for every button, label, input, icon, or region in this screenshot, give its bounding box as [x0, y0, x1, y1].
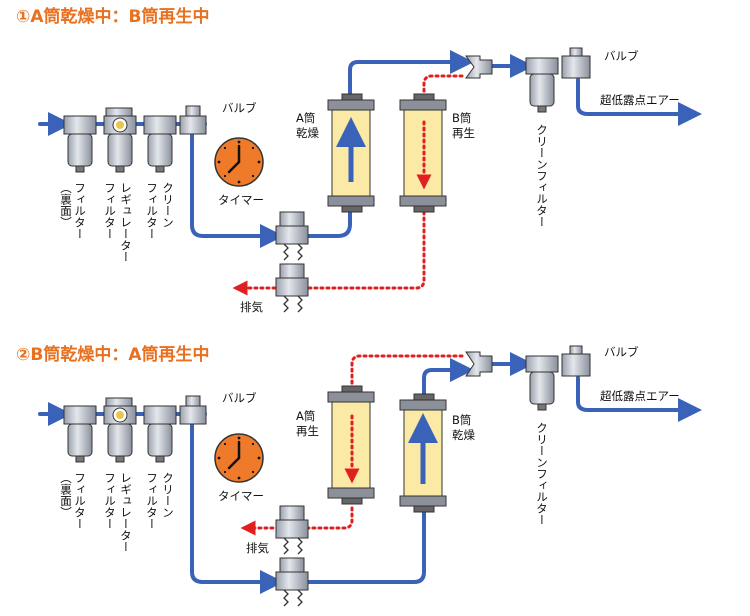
clean-filter-head — [143, 115, 177, 135]
outlet-pipe — [576, 376, 702, 422]
tower-b-status: 乾燥 — [452, 428, 475, 442]
timer-icon — [214, 433, 264, 483]
clean-filter-bowl — [147, 423, 173, 457]
pipe-to-solenoid — [190, 412, 284, 594]
check-valve-icon — [465, 351, 493, 377]
filter-head — [63, 405, 97, 425]
clean-filter-drain — [155, 165, 165, 173]
outlet-valve-label: バルブ — [604, 345, 639, 359]
regulator-drain — [115, 165, 125, 173]
regulator-label-sub: フィルター — [103, 182, 117, 240]
exhaust-valve-icon — [275, 505, 309, 555]
valve-label: バルブ — [222, 391, 257, 405]
tower-a-status: 再生 — [296, 424, 319, 438]
clean-label-sub: フィルター — [145, 472, 159, 530]
tower-b-status: 再生 — [452, 126, 475, 140]
clean-label: クリーン — [161, 472, 175, 518]
tower-b-label: B筒 — [452, 111, 471, 125]
filter-drain — [75, 165, 85, 173]
filter-label-note: （裏面） — [59, 472, 73, 518]
section-title: ②B筒乾燥中：A筒再生中 — [16, 344, 210, 365]
regulator-cap — [105, 107, 133, 117]
valve-handle — [185, 105, 201, 117]
clean-filter-drain — [155, 455, 165, 463]
exhaust-label: 排気 — [240, 300, 263, 314]
valve-icon — [179, 115, 207, 135]
tower-a-label: A筒 — [296, 111, 315, 125]
solenoid-valve-icon — [275, 557, 309, 607]
section-title: ①A筒乾燥中：B筒再生中 — [16, 6, 210, 27]
valve-handle — [185, 395, 201, 407]
valve-icon — [179, 405, 207, 425]
regulator-label: レギュレーター — [119, 472, 133, 553]
check-valve-icon — [465, 55, 493, 79]
valve-label: バルブ — [222, 101, 257, 115]
tower-a-label: A筒 — [296, 409, 315, 423]
pipe-tower-to-check — [348, 50, 474, 102]
output-label: 超低露点エアー — [600, 93, 680, 107]
exhaust-line — [240, 354, 464, 536]
pipe-to-solenoid — [190, 122, 284, 248]
filter-head — [63, 115, 97, 135]
clean-filter-label: クリーンフィルター — [535, 422, 549, 526]
outlet-filter-icon — [525, 47, 591, 113]
regulator-cap — [105, 397, 133, 407]
exhaust-to-outlet — [240, 506, 354, 536]
clean-filter-bowl — [147, 133, 173, 167]
regulator-label: レギュレーター — [119, 182, 133, 263]
pipe-tower-to-check — [422, 358, 474, 402]
filter-drain — [75, 455, 85, 463]
regulator-bowl — [107, 423, 133, 457]
clean-filter-label: クリーンフィルター — [535, 124, 549, 228]
timer-icon — [214, 137, 264, 187]
timer-label: タイマー — [218, 489, 264, 503]
clean-filter-head — [143, 405, 177, 425]
tower-b-label: B筒 — [452, 413, 471, 427]
gauge-face — [116, 411, 124, 419]
regulator-bowl — [107, 133, 133, 167]
filter-bowl — [67, 423, 93, 457]
filter-labels: フィルター （裏面） レギュレーター フィルター クリーン フィルター — [59, 182, 175, 263]
gauge-face — [116, 121, 124, 129]
timer-label: タイマー — [218, 193, 264, 207]
outlet-valve-label: バルブ — [604, 49, 639, 63]
exhaust-from-check — [422, 74, 464, 102]
output-label: 超低露点エアー — [600, 389, 680, 403]
clean-label: クリーン — [161, 182, 175, 228]
filter-label-note: （裏面） — [59, 182, 73, 228]
pipe-solenoid-to-tower — [306, 508, 426, 584]
exhaust-label: 排気 — [246, 541, 269, 555]
filter-unit — [63, 105, 207, 173]
section-2: ②B筒乾燥中：A筒再生中 — [16, 344, 702, 607]
filter-label: フィルター — [73, 182, 87, 240]
regulator-drain — [115, 455, 125, 463]
section-1: ①A筒乾燥中：B筒再生中 — [16, 6, 702, 314]
filter-labels: フィルター （裏面） レギュレーター フィルター クリーン フィルター — [59, 472, 175, 553]
outlet-filter-icon — [525, 345, 591, 411]
regulator-label-sub: フィルター — [103, 472, 117, 530]
exhaust-valve-icon — [275, 263, 309, 313]
clean-label-sub: フィルター — [145, 182, 159, 240]
solenoid-valve-icon — [275, 211, 309, 261]
exhaust-from-check — [350, 354, 464, 400]
exhaust-to-outlet — [232, 204, 426, 296]
filter-label: フィルター — [73, 472, 87, 530]
outlet-pipe — [576, 78, 702, 126]
pipe-solenoid-to-tower — [306, 203, 352, 238]
filter-unit — [63, 395, 207, 463]
filter-bowl — [67, 133, 93, 167]
tower-a-status: 乾燥 — [296, 126, 319, 140]
